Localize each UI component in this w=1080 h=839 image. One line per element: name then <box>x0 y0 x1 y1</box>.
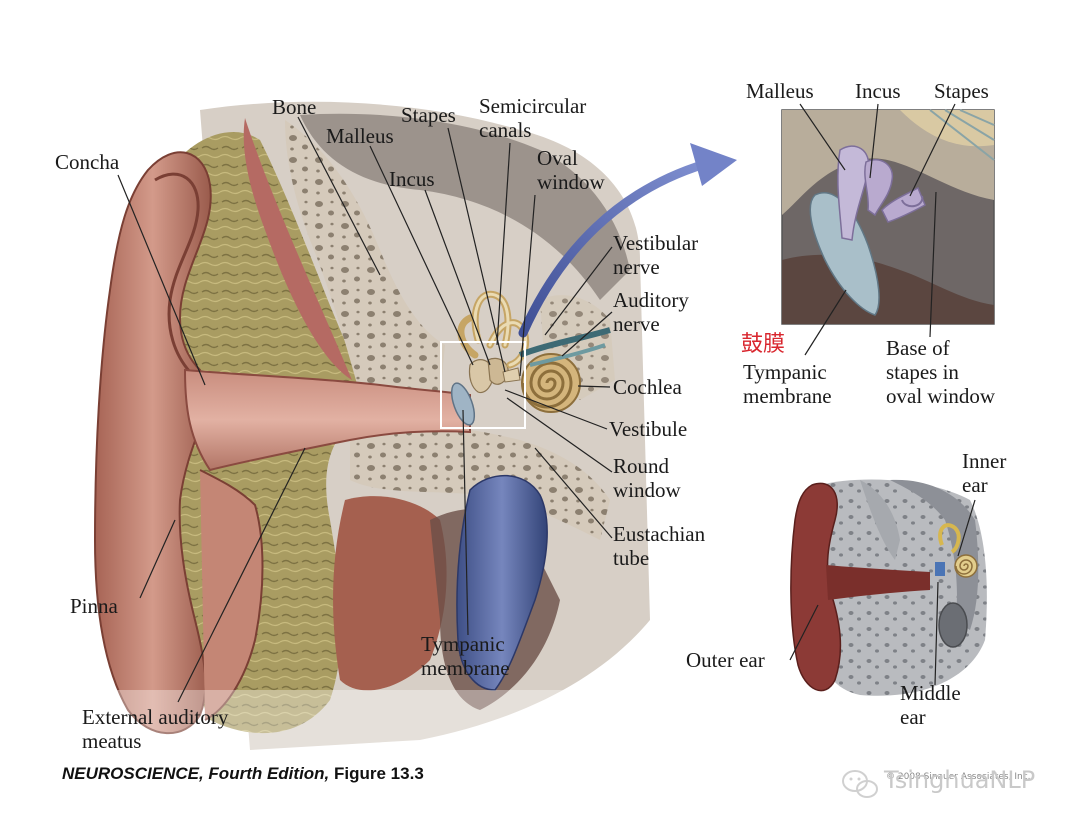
label-pinna: Pinna <box>70 594 118 618</box>
inset-stapes-shape <box>881 186 926 223</box>
label-external-meatus-line1: External auditory <box>82 705 229 729</box>
auditory-nerve-shape <box>529 343 606 367</box>
label-vestibule: Vestibule <box>609 417 688 441</box>
copyright-text: © 2008 Sinauer Associates, Inc. <box>886 772 1031 782</box>
label-semicircular-line2: canals <box>479 118 532 142</box>
inset-label-chinese-eardrum: 鼓膜 <box>741 332 786 357</box>
inset-overview <box>789 479 987 696</box>
zoom-frame <box>440 341 526 429</box>
inset-label-inner-line2: ear <box>962 473 988 497</box>
label-vestibular-line2: nerve <box>613 255 660 279</box>
label-semicircular-line1: Semicircular <box>479 94 587 118</box>
eustachian-tube <box>456 474 548 691</box>
label-oval-line2: window <box>537 170 605 194</box>
inset-label-base-line1: Base of <box>886 336 950 360</box>
caption-edition: Fourth Edition, <box>208 764 330 783</box>
caption-title: NEUROSCIENCE, <box>62 764 204 783</box>
inset-label-middle-line2: ear <box>900 705 926 729</box>
inset-label-tympanic-line2: membrane <box>743 384 832 408</box>
zoom-arrow <box>518 159 710 338</box>
label-eustachian-line2: tube <box>613 546 650 570</box>
label-round-line1: Round <box>613 454 670 478</box>
lower-tissue-red <box>333 496 447 691</box>
concha-curl <box>154 172 200 373</box>
inset-label-incus: Incus <box>855 79 901 103</box>
bone-upper <box>285 120 445 400</box>
label-oval-line1: Oval <box>537 146 578 170</box>
malleus-shape <box>468 359 494 394</box>
label-eustachian-line1: Eustachian <box>613 522 706 546</box>
label-cochlea: Cochlea <box>613 375 682 399</box>
inset-incus-shape <box>864 159 894 217</box>
ear-canal <box>183 368 471 472</box>
watermark-text: TsinghuaNLP <box>884 766 1036 794</box>
label-bone: Bone <box>272 95 317 119</box>
label-auditory-line2: nerve <box>613 312 660 336</box>
zoom-arrowhead <box>690 143 737 186</box>
label-vestibular-line1: Vestibular <box>613 231 699 255</box>
caption-figure: Figure 13.3 <box>334 764 424 783</box>
figure-caption: NEUROSCIENCE, Fourth Edition, Figure 13.… <box>62 764 424 784</box>
label-concha: Concha <box>55 150 120 174</box>
vestibular-nerve-shape <box>518 327 611 358</box>
tympanic-membrane-shape <box>450 382 476 426</box>
inset-label-base-line3: oval window <box>886 384 996 408</box>
label-stapes: Stapes <box>401 103 456 127</box>
label-malleus: Malleus <box>326 124 394 148</box>
inset-label-base-line2: stapes in <box>886 360 959 384</box>
inset-label-outer-ear: Outer ear <box>686 648 765 672</box>
stapes-shape <box>502 367 521 383</box>
label-tympanic-line1: Tympanic <box>421 632 505 656</box>
watermark: TsinghuaNLP <box>884 766 1035 794</box>
wechat-icon <box>842 770 878 798</box>
inset-label-middle-line1: Middle <box>900 681 961 705</box>
upper-cavity <box>300 113 630 300</box>
pinna-shape <box>93 151 212 735</box>
label-auditory-line1: Auditory <box>613 288 689 312</box>
inset-ossicles <box>781 103 995 356</box>
leader-lines-main <box>117 116 613 703</box>
label-round-line2: window <box>613 478 681 502</box>
label-incus: Incus <box>389 167 435 191</box>
inset-label-stapes: Stapes <box>934 79 989 103</box>
inset-label-inner-line1: Inner <box>962 449 1007 473</box>
inset-malleus-shape <box>837 145 870 241</box>
inset-label-malleus: Malleus <box>746 79 814 103</box>
inset-label-tympanic-line1: Tympanic <box>743 360 827 384</box>
cochlea-shape <box>521 353 581 413</box>
label-external-meatus-line2: meatus <box>82 729 142 753</box>
label-tympanic-line2: membrane <box>421 656 510 680</box>
